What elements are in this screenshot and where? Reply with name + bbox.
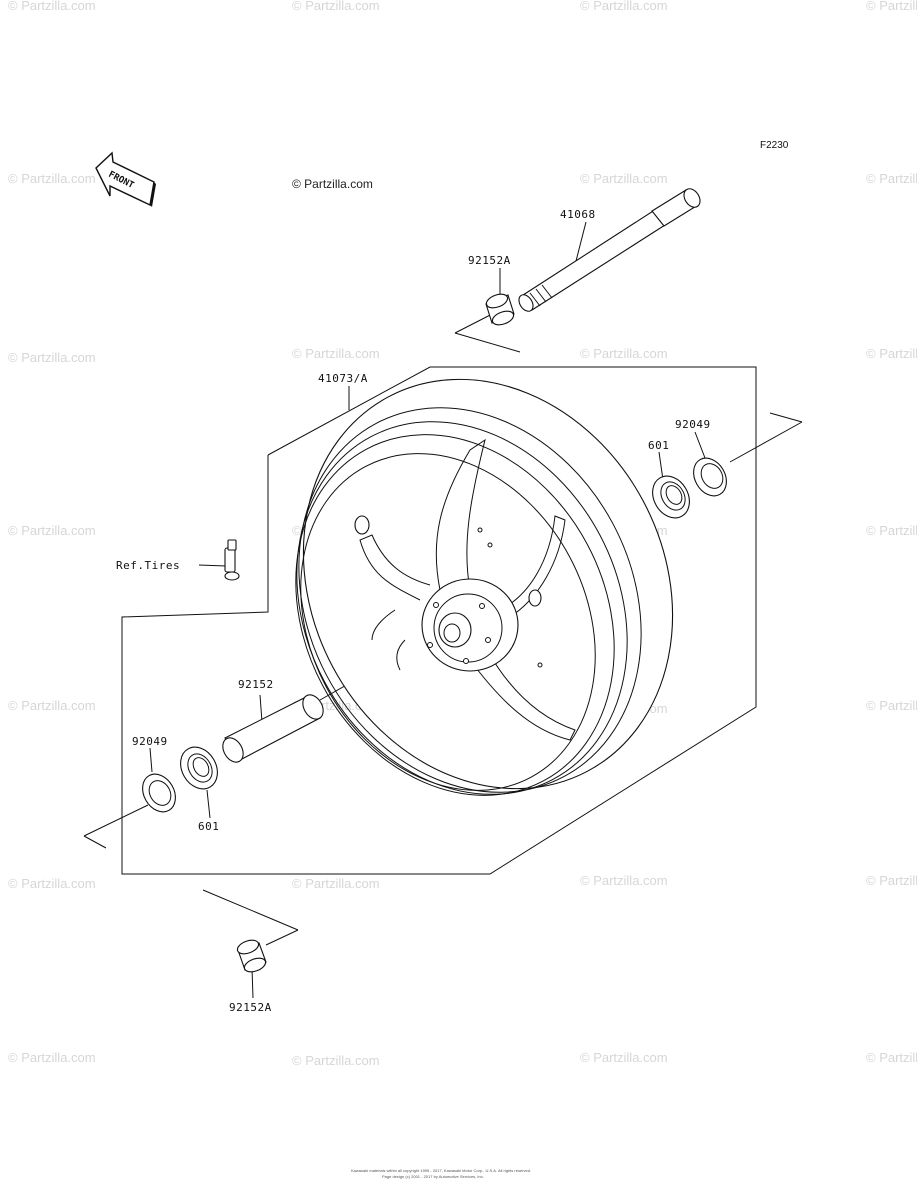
spacer-part <box>222 694 324 763</box>
leader-lines <box>83 221 803 999</box>
watermark: © Partzilla.com <box>866 873 917 888</box>
watermark: © Partzilla.com <box>866 698 917 713</box>
watermark: © Partzilla.com <box>8 0 96 13</box>
watermark: © Partzilla.com <box>8 698 96 713</box>
seal-left-part <box>142 773 176 813</box>
watermark: © Partzilla.com <box>8 876 96 891</box>
watermark: © Partzilla.com <box>866 171 917 186</box>
watermark: © Partzilla.com <box>866 523 917 538</box>
watermark: © Partzilla.com <box>580 346 668 361</box>
footer-copyright: Kawasaki materials within all copyright … <box>351 1168 531 1173</box>
label-spacer: 92152 <box>238 678 274 691</box>
part-labels: 41068 92152A 41073/A 92049 601 Ref.Tires… <box>116 208 711 1014</box>
watermark: © Partzilla.com <box>866 346 917 361</box>
label-valve-ref: Ref.Tires <box>116 559 180 572</box>
watermark: © Partzilla.com <box>580 0 668 13</box>
watermark: © Partzilla.com <box>292 1053 380 1068</box>
watermark: © Partzilla.com <box>8 171 96 186</box>
bearing-left-part <box>180 746 218 790</box>
label-seal-left: 92049 <box>132 735 168 748</box>
watermark: © Partzilla.com <box>866 1050 917 1065</box>
watermark: © Partzilla.com <box>292 0 380 13</box>
copyright-credit: © Partzilla.com <box>292 177 373 191</box>
collar-top-part <box>485 293 515 326</box>
label-collar-bottom: 92152A <box>229 1001 272 1014</box>
label-collar-top: 92152A <box>468 254 511 267</box>
footer-design-credit: Page design (c) 2001 - 2017 by Automotiv… <box>382 1174 484 1179</box>
watermark: © Partzilla.com <box>866 0 917 13</box>
valve-stem-part <box>224 539 240 581</box>
watermark: © Partzilla.com <box>8 1050 96 1065</box>
watermark: © Partzilla.com <box>8 350 96 365</box>
watermark: © Partzilla.com <box>292 876 380 891</box>
watermark: © Partzilla.com <box>580 1050 668 1065</box>
watermark: © Partzilla.com <box>580 171 668 186</box>
label-bearing-right: 601 <box>648 439 669 452</box>
watermark: © Partzilla.com <box>8 523 96 538</box>
bearing-right-part <box>652 475 690 519</box>
label-axle: 41068 <box>560 208 596 221</box>
wheel-part <box>295 378 674 796</box>
label-seal-right: 92049 <box>675 418 711 431</box>
seal-right-part <box>693 457 727 497</box>
axle-part <box>518 188 701 312</box>
label-bearing-left: 601 <box>198 820 219 833</box>
watermark: © Partzilla.com <box>580 873 668 888</box>
watermark: © Partzilla.com <box>292 346 380 361</box>
figure-code: F2230 <box>760 140 789 151</box>
front-arrow-icon: FRONT <box>95 151 156 207</box>
label-wheel: 41073/A <box>318 372 368 385</box>
assembly-outline <box>121 366 757 875</box>
collar-bottom-part <box>236 939 267 973</box>
